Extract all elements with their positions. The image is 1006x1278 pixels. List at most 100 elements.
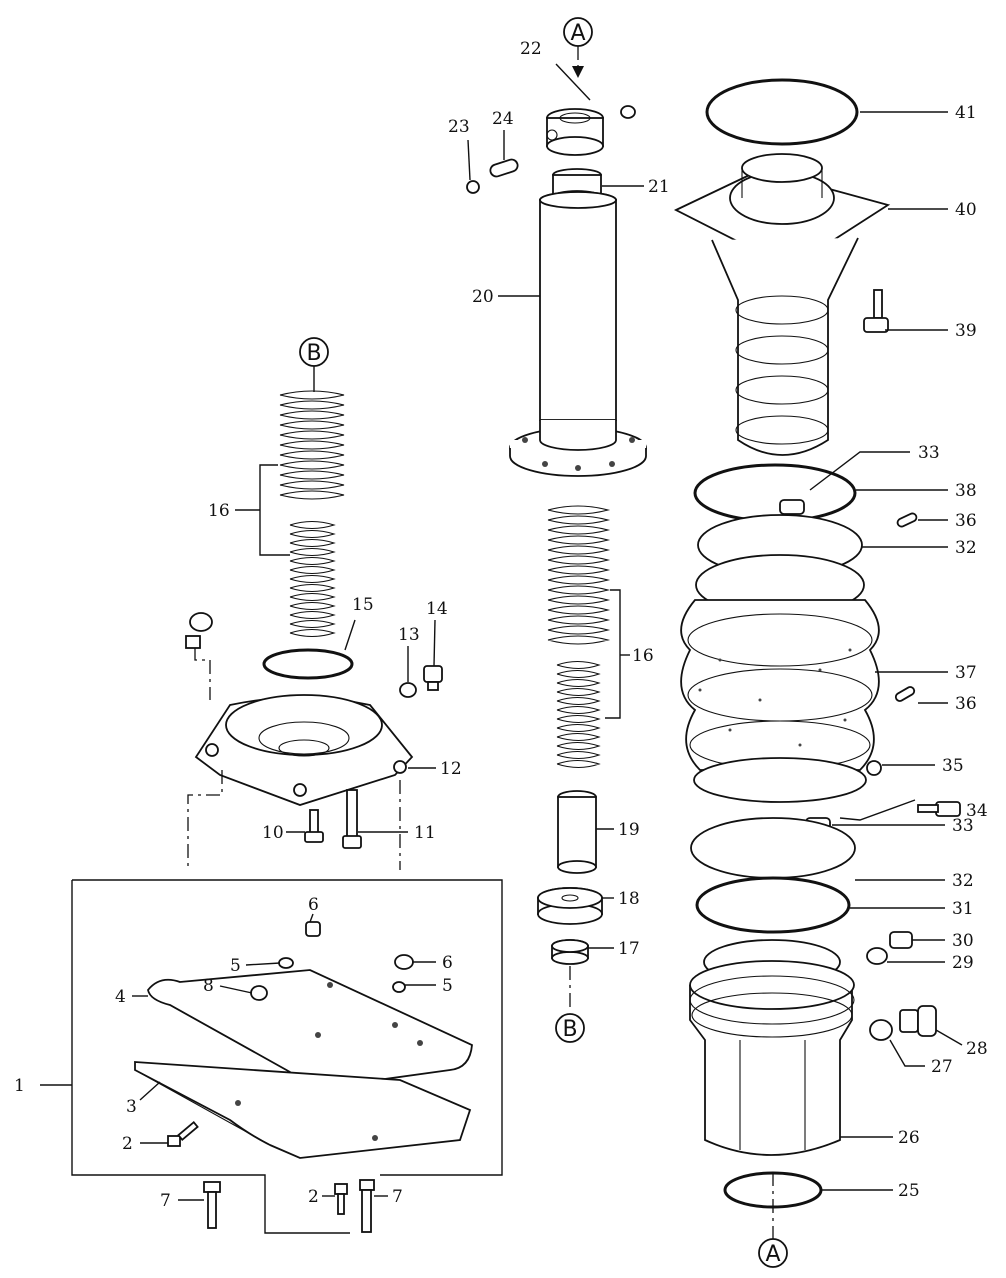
part-24: [489, 158, 519, 178]
label-30: 30: [952, 931, 974, 951]
part-20-tube: [509, 191, 647, 477]
part-37-bellows: [680, 554, 880, 803]
label-8: 8: [203, 976, 214, 996]
svg-text:A: A: [765, 1242, 780, 1267]
label-22: 22: [520, 39, 542, 59]
part-28: [899, 1005, 937, 1037]
label-32: 32: [955, 538, 977, 558]
label-36: 36: [955, 511, 977, 531]
label-6: 6: [308, 895, 319, 915]
ref-circle-a-bottom: A: [758, 1238, 788, 1268]
leader-lines: [132, 63, 963, 1201]
part-10: [304, 809, 324, 843]
ref-circle-a-top: A: [563, 17, 593, 78]
label-26: 26: [898, 1128, 920, 1148]
ref-circle-b-top: B: [299, 337, 329, 392]
label-5: 5: [442, 976, 453, 996]
label-20: 20: [472, 287, 494, 307]
part-22-nut: [620, 105, 636, 119]
part-4-plate: [147, 969, 473, 1090]
label-23: 23: [448, 117, 470, 137]
label-3: 3: [126, 1097, 137, 1117]
label-33: 33: [952, 816, 974, 836]
part-16-springs-left: [235, 390, 345, 638]
label-41: 41: [955, 103, 977, 123]
part-36-pin-top: [896, 512, 918, 528]
label-32: 32: [952, 871, 974, 891]
label-36: 36: [955, 694, 977, 714]
label-14: 14: [426, 599, 448, 619]
part-1-box: [40, 879, 503, 1234]
label-11: 11: [414, 823, 436, 843]
label-28: 28: [966, 1039, 988, 1059]
label-19: 19: [618, 820, 640, 840]
part-nuts-left: [185, 612, 213, 700]
part-8: [250, 985, 268, 1001]
part-5a: [278, 957, 294, 969]
label-2: 2: [308, 1187, 319, 1207]
part-35: [866, 760, 882, 776]
label-7: 7: [392, 1187, 403, 1207]
part-2-bolt-right: [334, 1183, 348, 1215]
part-14: [423, 665, 443, 691]
svg-text:A: A: [570, 21, 585, 46]
part-36-pin-mid: [894, 686, 916, 702]
label-29: 29: [952, 953, 974, 973]
label-17: 17: [618, 939, 640, 959]
label-16: 16: [208, 501, 230, 521]
part-17: [551, 939, 589, 965]
part-22-head: [546, 108, 604, 156]
label-34: 34: [966, 801, 988, 821]
part-13: [399, 682, 417, 698]
label-12: 12: [440, 759, 462, 779]
label-18: 18: [618, 889, 640, 909]
part-40: [673, 153, 891, 456]
label-10: 10: [262, 823, 284, 843]
part-18: [537, 887, 603, 925]
label-15: 15: [352, 595, 374, 615]
svg-text:B: B: [562, 1017, 577, 1042]
label-39: 39: [955, 321, 977, 341]
part-27: [869, 1019, 893, 1041]
part-2-bolt-left: [167, 1121, 199, 1147]
label-7: 7: [160, 1191, 171, 1211]
part-16-springs-center: [547, 505, 630, 769]
part-30: [889, 931, 913, 949]
label-4: 4: [115, 987, 126, 1007]
label-27: 27: [931, 1057, 953, 1077]
label-40: 40: [955, 200, 977, 220]
part-12-base: [194, 694, 414, 806]
part-33-clip-top: [779, 499, 805, 515]
svg-text:B: B: [306, 341, 321, 366]
label-31: 31: [952, 899, 974, 919]
part-3-plate: [134, 1061, 472, 1159]
label-21: 21: [648, 177, 670, 197]
part-23: [466, 180, 480, 194]
label-24: 24: [492, 109, 514, 129]
part-19: [557, 790, 597, 874]
part-7-bolt-right: [359, 1179, 375, 1233]
part-32-ring-bottom: [690, 817, 856, 879]
part-11: [342, 789, 362, 849]
part-31: [695, 876, 851, 934]
part-29: [866, 947, 888, 965]
label-2: 2: [122, 1134, 133, 1154]
label-33: 33: [918, 443, 940, 463]
part-39: [863, 289, 889, 333]
part-labels: 41 40 39 38 33 36 32 37 36 35 34 33 32 3…: [14, 39, 988, 1211]
part-6a: [305, 921, 321, 937]
label-38: 38: [955, 481, 977, 501]
label-6: 6: [442, 953, 453, 973]
part-15: [262, 648, 354, 680]
label-16: 16: [632, 646, 654, 666]
label-35: 35: [942, 756, 964, 776]
label-37: 37: [955, 663, 977, 683]
part-7-bolt-left: [203, 1181, 221, 1229]
label-1: 1: [14, 1076, 25, 1096]
label-25: 25: [898, 1181, 920, 1201]
part-6b: [394, 954, 414, 970]
ref-circle-b-bottom: B: [555, 1013, 585, 1043]
part-5b: [392, 981, 406, 993]
label-13: 13: [398, 625, 420, 645]
